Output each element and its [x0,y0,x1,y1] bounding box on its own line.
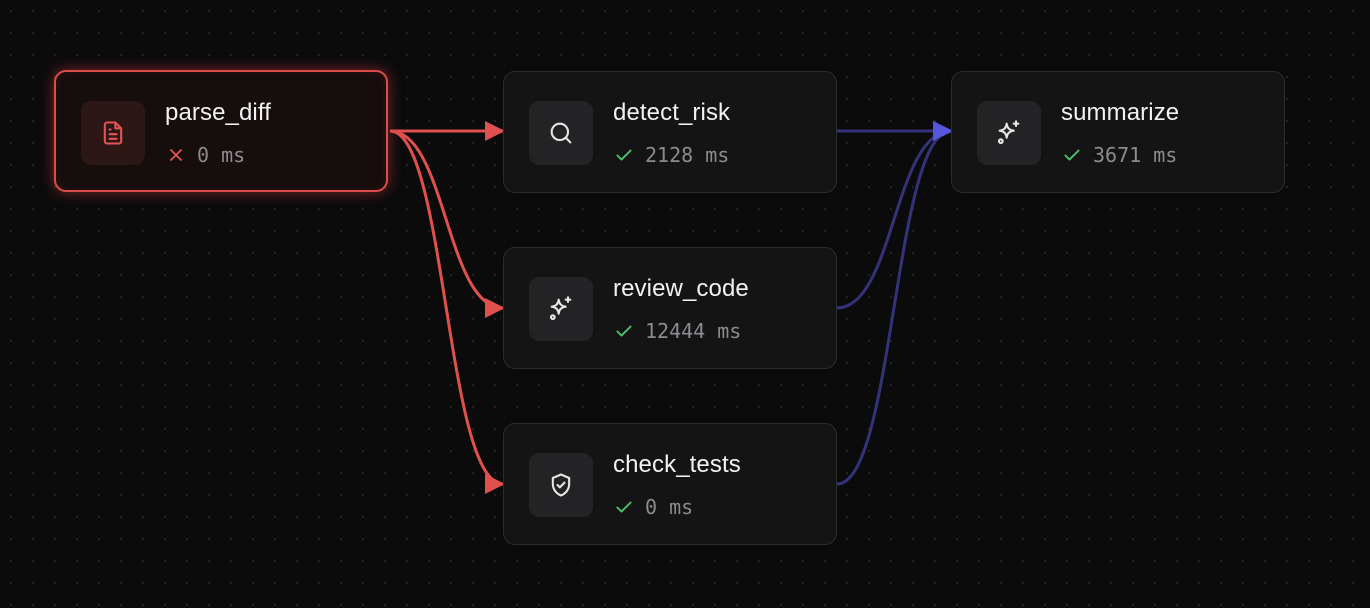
search-icon [529,101,593,165]
check-icon [614,321,634,341]
node-check-tests[interactable]: check_tests 0 ms [503,423,837,545]
check-icon [614,497,634,517]
duration-text: 0 ms [197,143,246,167]
sparkles-icon [529,277,593,341]
node-title: detect_risk [613,99,731,126]
node-title: parse_diff [165,99,271,126]
node-parse-diff[interactable]: parse_diff 0 ms [54,70,388,192]
node-status: 0 ms [166,142,245,168]
duration-text: 2128 ms [645,143,730,167]
node-title: review_code [613,275,749,302]
duration-text: 3671 ms [1093,143,1178,167]
node-title: summarize [1061,99,1180,126]
duration-text: 12444 ms [645,319,742,343]
node-status: 12444 ms [614,318,741,344]
node-title: check_tests [613,451,741,478]
edge-parse-diff-to-review-code[interactable] [389,129,505,318]
check-icon [1062,145,1082,165]
duration-text: 0 ms [645,495,694,519]
node-status: 0 ms [614,494,693,520]
node-review-code[interactable]: review_code 12444 ms [503,247,837,369]
node-status: 3671 ms [1062,142,1177,168]
sparkles-icon [977,101,1041,165]
node-status: 2128 ms [614,142,729,168]
node-detect-risk[interactable]: detect_risk 2128 ms [503,71,837,193]
edge-parse-diff-to-check-tests[interactable] [389,129,505,494]
edge-review-code-to-summarize[interactable] [836,121,953,310]
file-text-icon [81,101,145,165]
node-summarize[interactable]: summarize 3671 ms [951,71,1285,193]
check-icon [614,145,634,165]
x-icon [166,145,186,165]
shield-check-icon [529,453,593,517]
edge-check-tests-to-summarize[interactable] [836,121,953,486]
